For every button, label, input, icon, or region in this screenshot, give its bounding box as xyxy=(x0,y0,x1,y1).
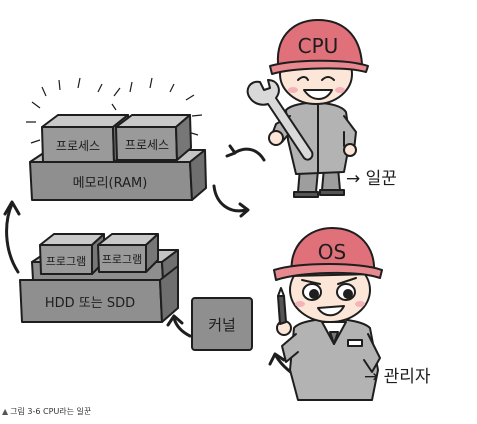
os-hat-label: OS xyxy=(318,240,346,264)
arrow-storage-to-memory xyxy=(5,202,20,274)
os-character xyxy=(273,227,383,401)
memory-glow xyxy=(26,77,203,144)
arrows xyxy=(3,144,302,380)
memory-group xyxy=(26,77,207,201)
os-role-label: → 관리자 xyxy=(364,367,431,387)
program-label-a: 프로그램 xyxy=(46,255,86,268)
memory-label: 메모리(RAM) xyxy=(73,176,148,191)
cpu-hat-label: CPU xyxy=(298,34,339,58)
arrow-cycle-bottom xyxy=(212,184,248,213)
caption-text: 그림 3-6 CPU라는 일꾼 xyxy=(10,407,92,416)
memory-slab-side xyxy=(189,149,207,201)
process-label-a: 프로세스 xyxy=(56,139,100,153)
kernel-label: 커널 xyxy=(208,316,236,334)
process-label-b: 프로세스 xyxy=(125,138,169,152)
program-label-b: 프로그램 xyxy=(102,253,142,266)
figure-caption: ▲그림 3-6 CPU라는 일꾼 xyxy=(2,406,91,417)
cpu-role-label: → 일꾼 xyxy=(346,169,397,189)
caption-marker: ▲ xyxy=(2,407,9,416)
arrow-cycle-top xyxy=(234,147,266,162)
kernel-block xyxy=(191,297,253,351)
pen-icon xyxy=(277,287,287,325)
arrow-kernel-to-storage xyxy=(172,316,192,338)
storage-group xyxy=(19,233,179,323)
storage-label: HDD 또는 SDD xyxy=(45,296,135,311)
wrench-icon xyxy=(246,79,314,161)
cpu-hat xyxy=(276,19,363,65)
